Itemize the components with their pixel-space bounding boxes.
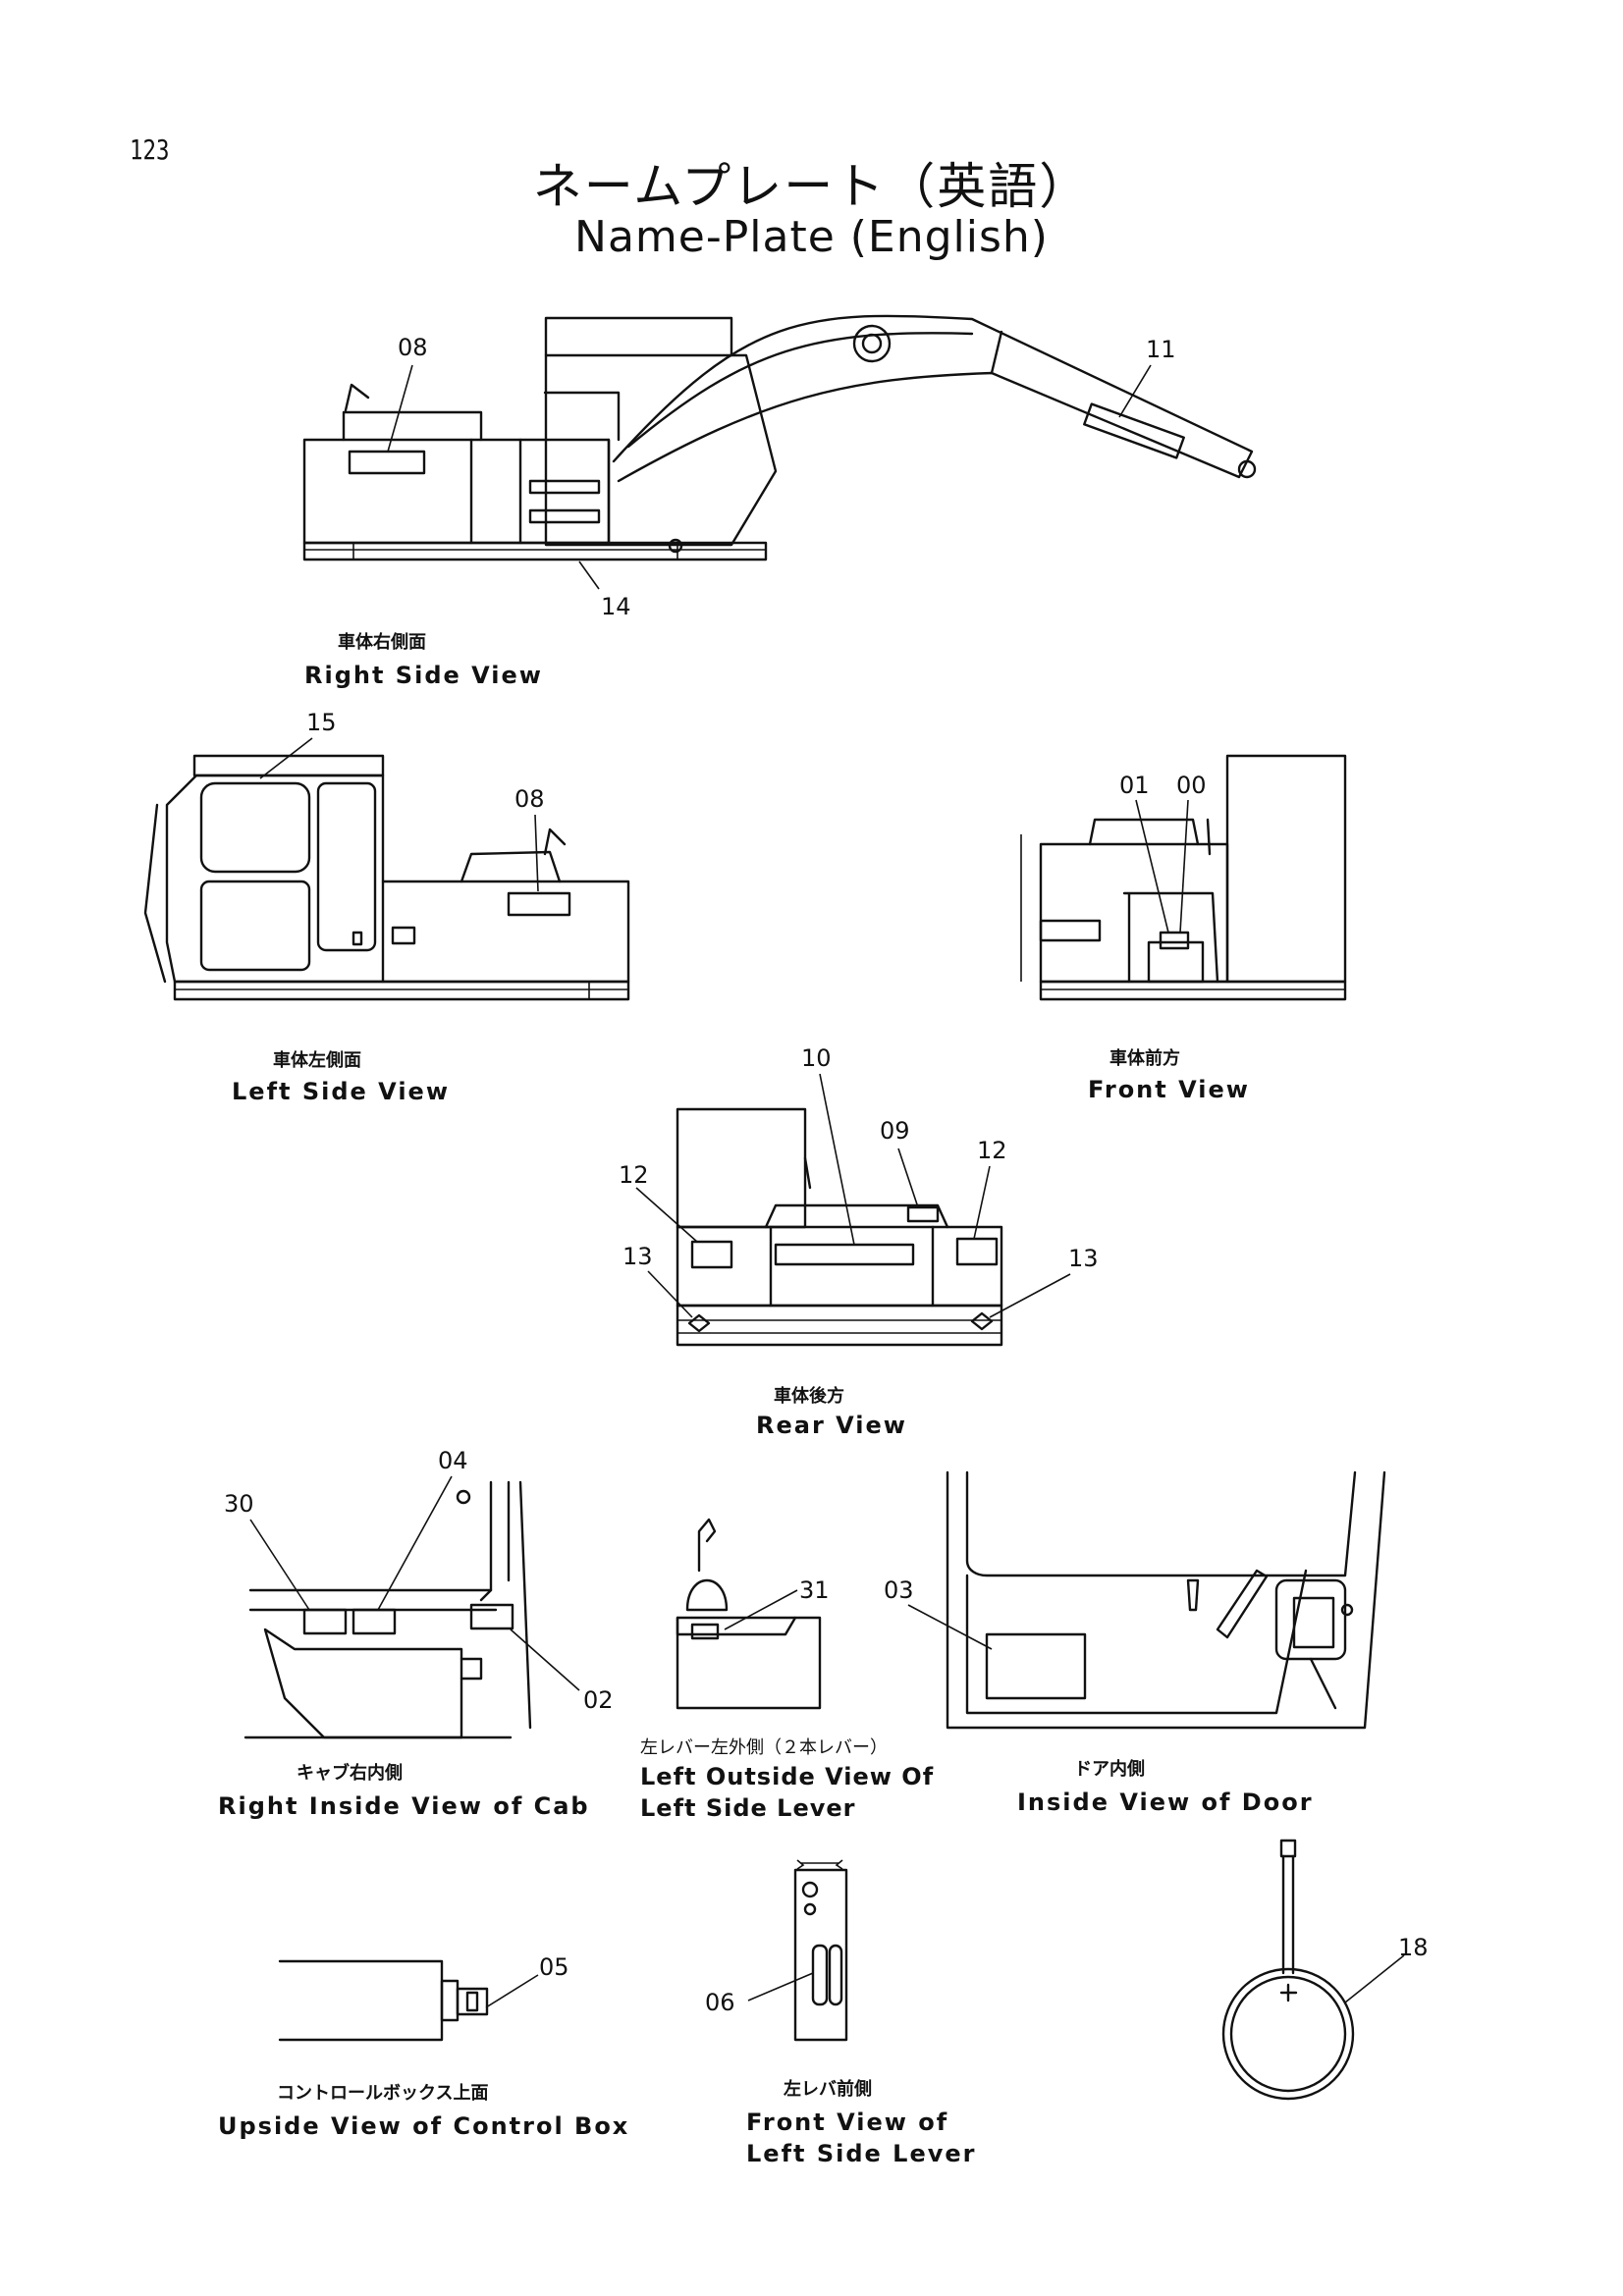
left-lever-front-drawing: 06 [705, 1859, 848, 2042]
caption-jp-front: 車体前方 [1109, 1048, 1180, 1069]
callout-09: 09 [880, 1117, 910, 1145]
caption-jp-right-side: 車体右側面 [338, 632, 426, 653]
caption-jp-control-box: コントロールボックス上面 [277, 2083, 489, 2104]
caption-en-control-box: Upside View of Control Box [218, 2112, 630, 2140]
caption-en-rear: Rear View [756, 1412, 907, 1439]
left-lever-outside-drawing: 31 [676, 1518, 830, 1710]
callout-01: 01 [1119, 772, 1150, 799]
caption-en-lever-outside-line2: Left Side Lever [640, 1794, 856, 1822]
caption-en-door-inside: Inside View of Door [1017, 1789, 1314, 1816]
front-view-drawing: 01 00 [1020, 754, 1347, 1001]
callout-00: 00 [1176, 772, 1207, 799]
callout-12-left: 12 [619, 1161, 649, 1189]
rear-view-drawing: 10 09 12 12 13 13 [619, 1044, 1099, 1347]
title-japanese: ネームプレート（英語） [532, 158, 1091, 215]
callout-08-right: 08 [398, 334, 428, 361]
caption-en-cab-inside: Right Inside View of Cab [218, 1792, 590, 1820]
callout-06: 06 [705, 1989, 735, 2016]
control-box-drawing: 05 [278, 1953, 569, 2042]
caption-jp-left-side: 車体左側面 [273, 1050, 361, 1071]
callout-08-left: 08 [514, 785, 545, 813]
caption-en-left-side: Left Side View [232, 1078, 450, 1105]
caption-jp-door-inside: ドア内側 [1074, 1759, 1145, 1780]
callout-15: 15 [306, 709, 337, 736]
caption-jp-rear: 車体後方 [774, 1386, 844, 1407]
callout-31: 31 [799, 1576, 830, 1604]
callout-02: 02 [583, 1686, 614, 1714]
callout-05: 05 [539, 1953, 569, 1981]
caption-jp-lever-outside: 左レバー左外側（２本レバー） [640, 1737, 888, 1758]
ring-part-drawing: 18 [1221, 1839, 1429, 2101]
callout-10: 10 [801, 1044, 832, 1072]
caption-en-lever-front-line2: Left Side Lever [746, 2140, 977, 2167]
caption-en-lever-outside-line1: Left Outside View Of [640, 1763, 935, 1790]
left-side-view-drawing: 15 08 [143, 709, 630, 1001]
callout-30: 30 [224, 1490, 254, 1518]
caption-en-front: Front View [1088, 1076, 1250, 1103]
title-english: Name-Plate (English) [574, 212, 1049, 262]
page-number: 123 [130, 133, 170, 166]
caption-jp-cab-inside: キャブ右内側 [297, 1763, 403, 1784]
callout-12-right: 12 [977, 1137, 1007, 1164]
callout-11: 11 [1146, 336, 1176, 363]
callout-13-right: 13 [1068, 1245, 1099, 1272]
caption-en-lever-front-line1: Front View of [746, 2109, 949, 2136]
callout-03: 03 [884, 1576, 914, 1604]
callout-04: 04 [438, 1447, 468, 1474]
callout-13-left: 13 [622, 1243, 653, 1270]
cab-inside-drawing: 04 30 02 [224, 1447, 614, 1739]
caption-jp-lever-front: 左レバ前側 [784, 2079, 872, 2100]
callout-14: 14 [601, 593, 631, 620]
caption-en-right-side: Right Side View [304, 662, 543, 689]
right-side-view-drawing: 08 11 14 [302, 314, 1257, 620]
door-inside-drawing: 03 [884, 1470, 1386, 1730]
callout-18: 18 [1398, 1934, 1429, 1961]
